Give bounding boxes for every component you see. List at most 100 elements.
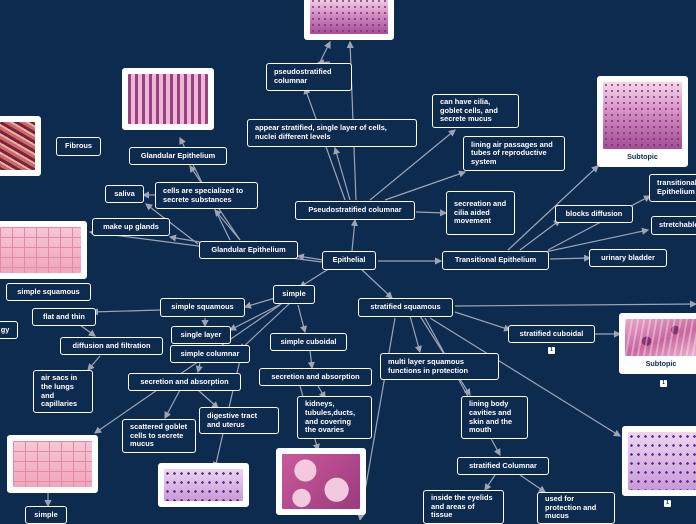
- link-diffusion-air: [87, 355, 101, 371]
- node-single-layer[interactable]: single layer: [171, 326, 231, 344]
- link-simple-single: [228, 301, 286, 331]
- link-col-used: [519, 474, 546, 493]
- link-pseudo-appear: [333, 146, 351, 201]
- link-trans-bladder: [549, 254, 592, 262]
- tissue-image: [625, 319, 696, 356]
- node-flat-and-thin[interactable]: flat and thin: [32, 308, 96, 326]
- node-transitional-right[interactable]: transitional Epithelium: [649, 174, 696, 202]
- link-trans-right: [547, 195, 652, 251]
- link-gland-make: [168, 234, 201, 243]
- link-pseudo-lining: [384, 170, 467, 201]
- link-trans-stretch: [544, 227, 650, 253]
- link-col-secretion: [195, 362, 203, 374]
- tissue-image: [0, 122, 35, 170]
- link-epithelial-glandular: [296, 253, 324, 261]
- simple-cuboidal-left-image: [7, 435, 98, 493]
- node-kidneys[interactable]: kidneys, tubules,ducts, and covering the…: [297, 396, 372, 439]
- node-lining-air-passages[interactable]: lining air passages and tubes of reprodu…: [463, 136, 565, 171]
- pseudostratified-image: [304, 0, 394, 40]
- link-epithelial-stratsq: [359, 267, 393, 299]
- link-col-inside: [484, 474, 496, 491]
- tissue-image: [310, 0, 388, 34]
- node-stratified-cuboidal[interactable]: stratified cuboidal: [508, 325, 595, 343]
- node-simple-squamous-left[interactable]: simple squamous: [6, 283, 91, 301]
- node-epithelial[interactable]: Epithelial: [322, 251, 376, 270]
- link-simple-leftimg: [94, 304, 281, 434]
- link-strat-img: [429, 317, 622, 437]
- node-glandular-top[interactable]: Glandular Epithelium: [129, 147, 227, 165]
- link-secr-digestive: [197, 389, 219, 409]
- link-epithelial-simple: [298, 267, 331, 288]
- node-simple[interactable]: simple: [273, 285, 315, 304]
- link-trans-img: [507, 165, 599, 251]
- tissue-image: [128, 74, 208, 124]
- collapse-badge[interactable]: 1: [664, 500, 671, 507]
- link-pseudo-secretion: [415, 209, 448, 217]
- stratified-columnar-image: [622, 426, 696, 496]
- link-cub-secretion: [307, 349, 315, 370]
- simple-columnar-image: [158, 463, 249, 507]
- node-scattered-goblet[interactable]: scattered goblet cells to secrete mucus: [122, 419, 196, 453]
- fibrous-image: [0, 116, 41, 176]
- node-urinary-bladder[interactable]: urinary bladder: [589, 249, 667, 267]
- node-fibrous[interactable]: Fibrous: [56, 137, 101, 156]
- link-simple-columnar: [239, 302, 291, 351]
- simple-cuboidal-image: [276, 448, 366, 515]
- node-can-have-cilia[interactable]: can have cilia, goblet cells, and secret…: [432, 94, 519, 128]
- node-pseudostratified-columnar[interactable]: Pseudostratified columnar: [295, 201, 415, 220]
- link-top-left: [316, 58, 331, 67]
- link-top-img: [319, 40, 331, 63]
- node-digestive-tract[interactable]: digestive tract and uterus: [199, 407, 279, 434]
- node-glandular-epithelium[interactable]: Glandular Epithelium: [199, 241, 298, 259]
- node-blocks-diffusion[interactable]: blocks diffusion: [555, 205, 633, 223]
- stratified-cuboidal-image: Subtopic: [619, 313, 696, 374]
- tissue-image: [0, 227, 81, 273]
- tissue-image: [282, 454, 360, 509]
- tissue-image: [13, 441, 92, 487]
- node-air-sacs[interactable]: air sacs in the lungs and capillaries: [33, 370, 93, 413]
- node-simple-squamous[interactable]: simple squamous: [160, 298, 245, 317]
- glandular-image: [122, 68, 214, 130]
- node-appear-stratified[interactable]: appear stratified, single layer of cells…: [247, 119, 417, 147]
- node-saliva[interactable]: saliva: [105, 185, 144, 203]
- link-simple-squamous: [243, 297, 276, 309]
- node-transitional-epithelium[interactable]: Transitional Epithelium: [442, 251, 549, 270]
- node-inside-eyelids[interactable]: inside the eyelids and areas of tissue: [423, 490, 504, 524]
- node-diffusion-filtration[interactable]: diffusion and filtration: [60, 337, 163, 355]
- collapse-badge[interactable]: 1: [548, 347, 555, 354]
- tissue-image: [164, 469, 243, 501]
- link-strat-multi: [409, 315, 422, 354]
- image-caption: Subtopic: [645, 359, 677, 368]
- node-lining-body[interactable]: lining body cavities and skin and the mo…: [461, 396, 528, 439]
- link-secr-scattered: [164, 389, 181, 420]
- node-secretion-absorption[interactable]: secretion and absorption: [259, 368, 372, 386]
- link-simple-cuboidal: [297, 304, 307, 334]
- image-caption: Subtopic: [627, 152, 658, 161]
- link-sq-flat: [90, 308, 161, 316]
- simple-squamous-image: [0, 221, 87, 279]
- node-stratified-squamous[interactable]: stratified squamous: [358, 298, 453, 317]
- collapse-badge[interactable]: 1: [660, 380, 667, 387]
- link-strat-cuboidal: [454, 311, 512, 332]
- link-flat-diffusion: [79, 324, 96, 337]
- node-stratified-columnar[interactable]: stratified Columnar: [457, 457, 549, 475]
- node-multi-layer[interactable]: multi layer squamous functions in protec…: [380, 353, 499, 380]
- node-secretion-absorption-left[interactable]: secretion and absorption: [128, 373, 241, 391]
- node-simple-cuboidal[interactable]: simple cuboidal: [270, 333, 347, 351]
- node-stretchable[interactable]: stretchable: [651, 216, 696, 235]
- link-gland-saliva: [145, 203, 199, 245]
- node-used-protection[interactable]: used for protection and mucus: [537, 492, 615, 524]
- link-strat-right: [454, 300, 696, 308]
- tissue-image: [603, 82, 682, 149]
- link-pseudo-cilia: [369, 129, 456, 201]
- node-secretion-cilia[interactable]: secreation and cilia aided movement: [446, 191, 515, 235]
- node-cells-specialized[interactable]: cells are specialized to secrete substan…: [155, 182, 258, 209]
- node-simple-columnar[interactable]: simple columnar: [170, 345, 250, 363]
- node-simple-bottom[interactable]: simple: [25, 506, 67, 524]
- node-make-up-glands[interactable]: make up glands: [92, 218, 170, 236]
- node-pseudostratified-top[interactable]: pseudostratified columnar: [266, 63, 352, 91]
- transitional-image: Subtopic: [597, 76, 688, 167]
- link-epithelial-pseudo: [350, 218, 359, 252]
- node-edge-gy[interactable]: gy: [0, 321, 18, 339]
